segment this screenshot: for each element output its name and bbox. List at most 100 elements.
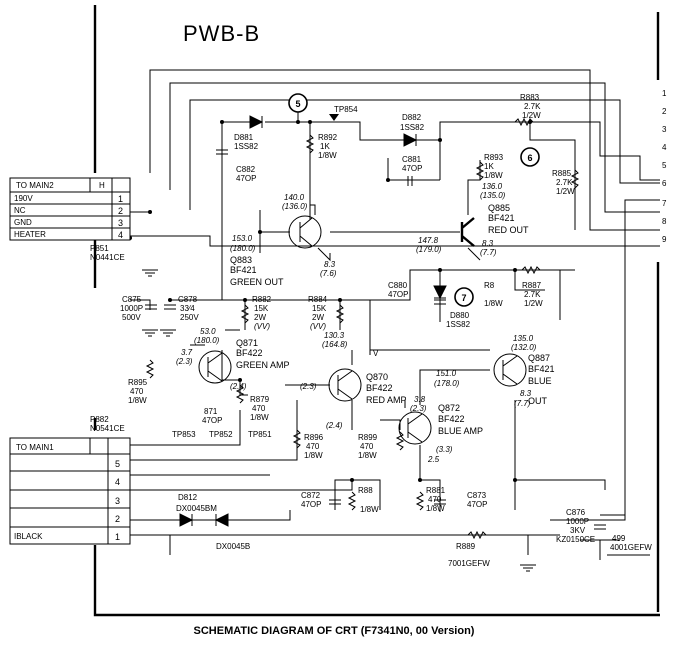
resistor-r893 [475,161,485,181]
svg-text:C875: C875 [122,295,142,304]
svg-text:2.7K: 2.7K [524,290,541,299]
test-point-5: 5 [288,93,308,113]
svg-text:4: 4 [118,230,123,240]
svg-text:3: 3 [118,218,123,228]
resistor-r883 [514,117,534,127]
svg-text:470: 470 [130,387,144,396]
svg-text:(7.7): (7.7) [480,248,497,257]
svg-text:1/2W: 1/2W [522,111,541,120]
svg-text:BF421: BF421 [488,213,515,223]
svg-text:R881: R881 [426,486,446,495]
svg-text:TO MAIN1: TO MAIN1 [16,443,54,452]
svg-text:47OP: 47OP [388,290,408,299]
diode-d881 [249,115,264,129]
svg-text:(135.0): (135.0) [480,191,506,200]
resistor-r882 [240,304,250,324]
svg-text:6: 6 [527,153,532,163]
svg-text:BF422: BF422 [236,348,263,358]
svg-text:1/8W: 1/8W [484,171,503,180]
svg-text:190V: 190V [14,194,33,203]
svg-text:1/8W: 1/8W [128,396,147,405]
svg-text:R895: R895 [128,378,148,387]
svg-text:TP851: TP851 [248,430,272,439]
svg-text:1K: 1K [320,142,330,151]
svg-text:1: 1 [118,194,123,204]
svg-text:3.8: 3.8 [414,395,426,404]
svg-text:R885: R885 [552,169,572,178]
svg-text:1/8W: 1/8W [250,413,269,422]
svg-text:C876: C876 [566,508,586,517]
svg-text:V: V [373,349,379,358]
svg-text:15K: 15K [312,304,327,313]
svg-text:Q883: Q883 [230,255,252,265]
right-edge-pins: 1 2 3 4 5 6 7 8 9 [662,89,667,244]
svg-text:151.0: 151.0 [436,369,457,378]
svg-text:47OP: 47OP [236,174,256,183]
svg-text:3: 3 [115,496,120,506]
svg-text:130.3: 130.3 [324,331,345,340]
svg-text:5: 5 [295,99,300,109]
svg-text:2: 2 [662,107,667,116]
svg-text:RED OUT: RED OUT [488,225,529,235]
svg-text:OUT: OUT [528,396,548,406]
svg-text:500V: 500V [122,313,141,322]
svg-text:NC: NC [14,206,26,215]
svg-text:47OP: 47OP [467,500,487,509]
svg-text:(179.0): (179.0) [416,245,442,254]
svg-text:47OP: 47OP [202,416,222,425]
svg-text:8.3: 8.3 [520,389,532,398]
svg-text:5: 5 [115,459,120,469]
svg-text:1: 1 [115,532,120,542]
ground-symbol [520,564,536,572]
svg-text:(136.0): (136.0) [282,202,308,211]
svg-text:1SS82: 1SS82 [234,142,259,151]
resistor-r885 [570,169,580,189]
svg-text:BLUE AMP: BLUE AMP [438,426,483,436]
diode-d812 [179,513,194,527]
svg-text:R88: R88 [358,486,373,495]
transistor-q887 [493,353,527,387]
svg-text:DX0045B: DX0045B [216,542,250,551]
svg-text:IBLACK: IBLACK [14,532,43,541]
svg-text:H: H [99,181,105,190]
svg-text:D882: D882 [402,113,422,122]
svg-text:HEATER: HEATER [14,230,46,239]
resistor-r881 [415,491,425,511]
svg-text:3.7: 3.7 [181,348,193,357]
svg-text:C881: C881 [402,155,422,164]
transistor-q870 [328,368,362,402]
svg-text:(164.8): (164.8) [322,340,348,349]
svg-text:TO MAIN2: TO MAIN2 [16,181,54,190]
svg-text:135.0: 135.0 [513,334,534,343]
transistor-q883 [288,215,322,249]
connector-to-main1: TO MAIN1 5 4 3 2 1 IBLACK P882 N0541CE [9,415,131,545]
resistor-r879 [235,384,245,404]
svg-text:N0441CE: N0441CE [90,253,125,262]
capacitor-c880 [434,299,446,305]
svg-text:4001GEFW: 4001GEFW [610,543,652,552]
svg-text:(132.0): (132.0) [511,343,537,352]
svg-text:KZ0150CE: KZ0150CE [556,535,595,544]
svg-text:(180.0): (180.0) [194,336,220,345]
svg-text:(2.4): (2.4) [326,421,343,430]
capacitor-c878 [164,304,176,310]
capacitor-c882 [216,149,228,155]
transistor-q872 [398,411,432,445]
resistor-r88 [347,491,357,511]
svg-text:5: 5 [662,161,667,170]
diode-d882 [403,133,418,147]
svg-text:R884: R884 [308,295,328,304]
svg-text:BLUE: BLUE [528,376,552,386]
svg-text:(178.0): (178.0) [434,379,460,388]
svg-text:R889: R889 [456,542,476,551]
svg-text:(3.3): (3.3) [436,445,453,454]
test-point-7: 7 [454,287,474,307]
svg-text:D881: D881 [234,133,254,142]
svg-text:147.8: 147.8 [418,236,439,245]
svg-text:136.0: 136.0 [482,182,503,191]
svg-text:470: 470 [306,442,320,451]
capacitor-c872 [329,499,341,505]
svg-text:GREEN AMP: GREEN AMP [236,360,290,370]
svg-text:1/2W: 1/2W [524,299,543,308]
